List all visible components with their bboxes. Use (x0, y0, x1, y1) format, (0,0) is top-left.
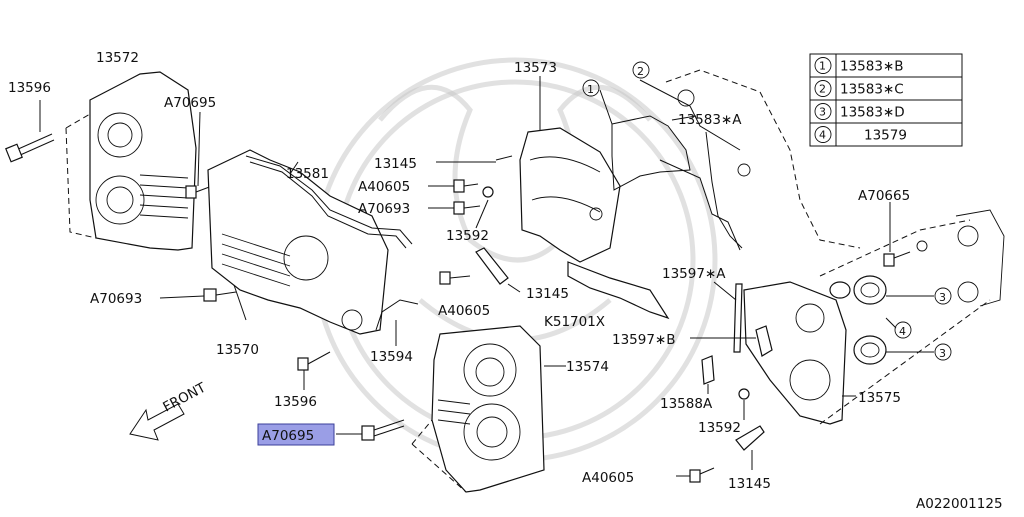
label-13583A[interactable]: 13583∗A (678, 112, 742, 128)
bolt-13596-top[interactable] (5, 100, 55, 163)
label-13573[interactable]: 13573 (514, 60, 557, 76)
label-13596-bot[interactable]: 13596 (274, 394, 317, 410)
label-13145-b[interactable]: 13145 (526, 286, 569, 302)
label-13597B[interactable]: 13597∗B (612, 332, 676, 348)
label-13592-a[interactable]: 13592 (446, 228, 489, 244)
legend-row-2-part[interactable]: 13583∗C (840, 82, 904, 98)
label-13596-top[interactable]: 13596 (8, 80, 51, 96)
part-13597B[interactable] (690, 325, 773, 357)
part-13592-b[interactable] (738, 388, 750, 420)
callouts: 13596 13572 A70695 13581 13145 A40605 A7… (8, 50, 910, 492)
plate-13573[interactable] (519, 76, 670, 320)
legend-table: 1 13583∗B 2 13583∗C 3 13583∗D 4 13579 (809, 53, 963, 147)
legend-row-4-part[interactable]: 13579 (864, 128, 907, 144)
label-13588A[interactable]: 13588A (660, 396, 713, 412)
hose-13145-b[interactable] (439, 247, 521, 293)
label-A70665[interactable]: A70665 (858, 188, 910, 204)
label-A40605-a[interactable]: A40605 (358, 179, 410, 195)
legend-row-3-part[interactable]: 13583∗D (840, 105, 905, 121)
bolt-A70695-selected[interactable] (336, 419, 405, 441)
bolt-A40605-a[interactable] (428, 179, 479, 193)
clip-13588A[interactable] (701, 355, 715, 394)
callout-3b: 3 (939, 347, 946, 360)
legend-row-2-circle (814, 80, 832, 97)
label-13597A[interactable]: 13597∗A (662, 266, 726, 282)
bolt-A40605-c[interactable] (676, 467, 715, 483)
label-13145-a[interactable]: 13145 (374, 156, 417, 172)
engine-outline-right (819, 209, 1005, 425)
gasket-13581[interactable] (245, 155, 413, 249)
legend-row-4-number: 4 (819, 129, 826, 142)
seal-13583A[interactable] (671, 115, 743, 249)
cover-13574[interactable] (411, 325, 566, 493)
label-A70695-selected[interactable]: A70695 (262, 428, 314, 444)
legend-row-1-circle (814, 57, 832, 74)
label-13575[interactable]: 13575 (858, 390, 901, 406)
bolt-13145-a[interactable] (436, 155, 513, 163)
cover-13575[interactable] (743, 281, 856, 425)
bolt-A70665[interactable] (883, 202, 928, 267)
label-13570[interactable]: 13570 (216, 342, 259, 358)
label-13574[interactable]: 13574 (566, 359, 609, 375)
front-arrow-icon: FRONT (129, 379, 209, 441)
label-13594[interactable]: 13594 (370, 349, 413, 365)
front-label: FRONT (160, 379, 209, 415)
part-13592-a[interactable] (475, 186, 494, 229)
callout-3a: 3 (939, 291, 946, 304)
label-A70693-b[interactable]: A70693 (90, 291, 142, 307)
seal-13583B[interactable] (599, 89, 691, 191)
label-A40605-b[interactable]: A40605 (438, 303, 490, 319)
legend-row-3-circle (814, 103, 832, 120)
clip-13145-c[interactable] (735, 425, 765, 470)
legend-row-1-number: 1 (819, 60, 826, 73)
circled-callouts: 1 2 3 4 3 (582, 61, 952, 361)
bolt-A70693-center[interactable] (428, 201, 481, 215)
callout-4: 4 (899, 325, 906, 338)
gasket-13594[interactable] (375, 299, 419, 346)
callout-1: 1 (587, 83, 594, 96)
seals-right-group[interactable] (829, 275, 934, 365)
label-A40605-c[interactable]: A40605 (582, 470, 634, 486)
strip-13597A[interactable] (713, 281, 743, 353)
selected-part-label[interactable]: A70695 (257, 423, 335, 446)
cover-13572[interactable] (65, 71, 197, 251)
label-K51701X[interactable]: K51701X (544, 314, 605, 330)
label-13592-b[interactable]: 13592 (698, 420, 741, 436)
label-A70693-a[interactable]: A70693 (358, 201, 410, 217)
legend-row-3-number: 3 (819, 106, 826, 119)
label-13572[interactable]: 13572 (96, 50, 139, 66)
legend-row-2-number: 2 (819, 83, 826, 96)
legend-row-1-part[interactable]: 13583∗B (840, 59, 904, 75)
legend-row-4-circle (814, 126, 832, 143)
bolt-13596-bottom[interactable] (297, 351, 331, 390)
label-A70695-top[interactable]: A70695 (164, 95, 216, 111)
bolt-A70693-left[interactable] (159, 288, 237, 302)
label-13581[interactable]: 13581 (286, 166, 329, 182)
engine-outline-back (665, 69, 861, 249)
callout-2: 2 (637, 65, 644, 78)
cover-13570[interactable] (207, 149, 389, 335)
diagram-code: A022001125 (916, 496, 1003, 512)
label-13145-c[interactable]: 13145 (728, 476, 771, 492)
